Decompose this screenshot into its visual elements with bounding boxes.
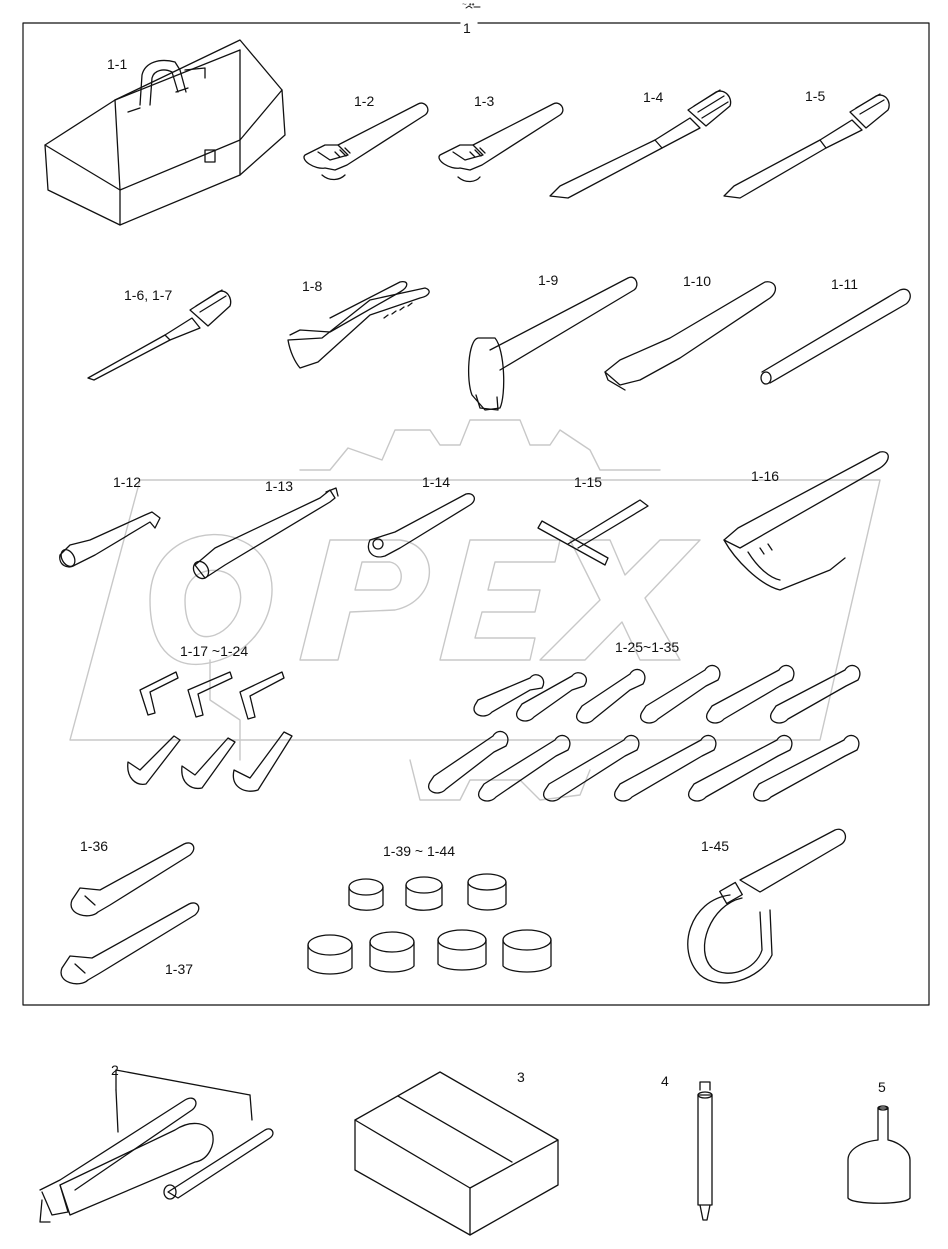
part-label: 1-16 [751, 468, 780, 484]
rod-cartridge-illustration [697, 1081, 713, 1221]
adjustable-wrench-illustration [303, 102, 429, 181]
screwdriver-illustration [723, 93, 890, 199]
chain-wrench-illustration [723, 451, 889, 591]
part-label: 1-14 [422, 474, 451, 490]
single-spanner-illustration [60, 902, 200, 985]
part-label: 1-11 [831, 276, 858, 292]
part-label: 1-12 [113, 474, 142, 490]
part-label: 5 [878, 1079, 886, 1095]
part-label: 1-45 [701, 838, 730, 854]
part-label: 4 [661, 1073, 669, 1089]
part-label: 1-1 [107, 56, 128, 72]
hammer-illustration [468, 276, 638, 411]
awl-illustration [87, 289, 232, 381]
watermark [69, 419, 881, 801]
long-socket-illustration [192, 487, 339, 580]
part-label: 3 [517, 1069, 525, 1085]
part-label: 1-15 [574, 474, 603, 490]
header-mark-glyph [465, 5, 481, 9]
part-label: 1-10 [683, 273, 712, 289]
ratchet-handle-illustration [367, 493, 475, 558]
watermark-letter-e [439, 539, 561, 661]
part-label: 1-3 [474, 93, 495, 109]
header-mark: ~ •• [462, 0, 475, 9]
group-frame [22, 22, 930, 1006]
extension-bar-illustration [604, 281, 777, 391]
socket-extension-illustration [59, 511, 161, 568]
pliers-illustration [287, 280, 430, 369]
part-label: 1-2 [354, 93, 375, 109]
part-label: 1-6, 1-7 [124, 287, 173, 303]
bottle-illustration [847, 1105, 911, 1204]
single-spanner-illustration [70, 842, 195, 917]
box-illustration [354, 1071, 559, 1236]
socket-set-illustration [307, 873, 552, 975]
t-handle-illustration [537, 499, 649, 566]
rod-illustration [760, 288, 911, 385]
watermark-letter-p [299, 539, 431, 661]
watermark-banner [69, 479, 881, 741]
part-label: 1-13 [265, 478, 294, 494]
watermark-letter-o [149, 533, 273, 665]
part-label: 2 [111, 1062, 119, 1078]
part-label: 1-4 [643, 89, 664, 105]
group-label: 1 [463, 20, 471, 36]
adjustable-wrench-illustration [438, 102, 564, 183]
part-label: 1-39 ~ 1-44 [383, 843, 455, 859]
part-label: 1-25~1-35 [615, 639, 680, 655]
screwdriver-illustration [549, 89, 732, 199]
toolbox-illustration [44, 39, 286, 226]
grease-gun-illustration [39, 1069, 274, 1223]
part-label: 1-17 ~1-24 [180, 643, 249, 659]
part-label: 1-9 [538, 272, 559, 288]
part-label: 1-5 [805, 88, 826, 104]
hex-keys-illustration [127, 671, 293, 792]
watermark-letter-x [539, 539, 701, 661]
part-label: 1-36 [80, 838, 109, 854]
spanner-set-illustration [428, 664, 861, 802]
strap-wrench-illustration [687, 828, 847, 984]
part-label: 1-8 [302, 278, 323, 294]
part-label: 1-37 [165, 961, 194, 977]
